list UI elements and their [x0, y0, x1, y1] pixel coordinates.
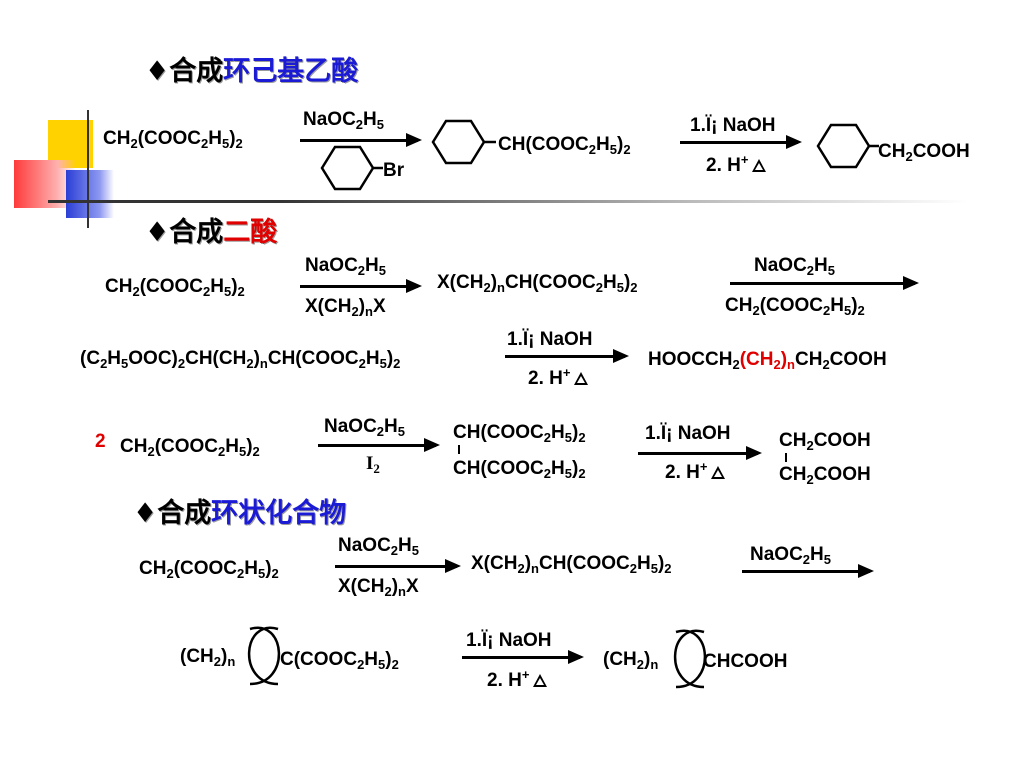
- deco-blue-square: [66, 170, 114, 218]
- s2-l1-arrow-1: [300, 279, 422, 293]
- heading-prefix: 合成: [169, 217, 224, 248]
- s2-l2-reactant: (C2H5OOC)2CH(CH2)nCH(COOC2H5)2: [80, 348, 401, 371]
- s1-reactant: CH2(COOC2H5)2: [103, 128, 243, 151]
- slide-decoration: [0, 100, 1024, 230]
- s3-l1-arrow-1: [335, 559, 461, 573]
- s2-l3-intermediate-bottom: CH(COOC2H5)2: [453, 458, 586, 481]
- s2-l1-intermediate: X(CH2)nCH(COOC2H5)2: [437, 272, 638, 295]
- s2-l1-reagent-top: NaOC2H5: [305, 255, 386, 278]
- s1-step2: 2. H+: [706, 153, 767, 175]
- s3-l2-ring-right: C(COOC2H5)2: [280, 649, 399, 672]
- s3-l2-step1: 1.Ï¡ NaOH: [466, 630, 552, 651]
- s3-l1-arrow-2: [742, 564, 874, 578]
- s1-step1: 1.Ï¡ NaOH: [690, 115, 776, 136]
- heat-triangle-icon: [752, 159, 767, 172]
- s3-l1-reagent-top: NaOC2H5: [338, 535, 419, 558]
- bullet-icon: ♦: [145, 217, 170, 248]
- heading-target: 环己基乙酸: [223, 56, 359, 87]
- deco-horizontal-line: [48, 200, 968, 203]
- s2-l3-reagent-top: NaOC2H5: [324, 416, 405, 439]
- s2-l1-reagent-bottom: X(CH2)nX: [305, 296, 386, 319]
- s3-l2-product-ring-left: (CH2)n: [603, 649, 659, 672]
- s2-l3-step1: 1.Ï¡ NaOH: [645, 423, 731, 444]
- s2-l3-intermediate-top: CH(COOC2H5)2: [453, 422, 586, 445]
- s2-l1-reagent2-bottom: CH2(COOC2H5)2: [725, 295, 865, 318]
- s2-l3-product-bottom: CH2COOH: [779, 464, 871, 487]
- s3-l2-ring-left-label: (CH2)n: [180, 646, 236, 669]
- s2-l3-product-bond: [785, 453, 787, 462]
- cyclohexane-ring-icon: [320, 145, 375, 191]
- bullet-icon: ♦: [133, 498, 158, 529]
- s2-l2-product: HOOCCH2(CH2)nCH2COOH: [648, 349, 887, 372]
- s2-l2-step1: 1.Ï¡ NaOH: [507, 329, 593, 350]
- s3-l2-product-ring-right: CHCOOH: [703, 651, 788, 672]
- bullet-icon: ♦: [145, 56, 170, 87]
- s2-l2-step2: 2. H+: [528, 366, 589, 388]
- heading-prefix: 合成: [157, 498, 212, 529]
- deco-vertical-line: [87, 110, 89, 228]
- heading-prefix: 合成: [169, 56, 224, 87]
- heat-triangle-icon: [533, 674, 548, 687]
- s1-arrow-1: [300, 133, 422, 147]
- s1-cyclohexyl-bromide: [320, 145, 383, 191]
- s3-l2-product-ring: [673, 629, 707, 689]
- s2-l3-reagent-bottom: I2: [366, 453, 380, 476]
- s2-l1-reactant: CH2(COOC2H5)2: [105, 276, 245, 299]
- heat-triangle-icon: [711, 466, 726, 479]
- s2-l3-product-top: CH2COOH: [779, 430, 871, 453]
- s1-product-ring: [816, 123, 879, 169]
- s2-l3-step2: 2. H+: [665, 460, 726, 482]
- heading-target: 二酸: [223, 217, 278, 248]
- cyclohexane-ring-icon: [431, 119, 486, 165]
- s2-l1-arrow-2: [730, 276, 919, 290]
- s3-l1-intermediate: X(CH2)nCH(COOC2H5)2: [471, 553, 672, 576]
- s1-arrow-2: [680, 135, 802, 149]
- heat-triangle-icon: [574, 372, 589, 385]
- s1-intermediate-ring: [431, 119, 496, 165]
- s1-reagent-top: NaOC2H5: [303, 109, 384, 132]
- section-heading-cyclohexylacetic: ♦合成环己基乙酸: [145, 58, 358, 85]
- s2-l3-reactant: CH2(COOC2H5)2: [120, 436, 260, 459]
- ring-arc-icon: [675, 629, 707, 689]
- s2-l3-coefficient: 2: [95, 431, 106, 452]
- s1-product: CH2COOH: [878, 141, 970, 164]
- cyclohexane-ring-icon: [816, 123, 871, 169]
- ring-arc-icon: [249, 626, 281, 686]
- s2-l1-reagent2-top: NaOC2H5: [754, 255, 835, 278]
- section-heading-diacid: ♦合成二酸: [145, 219, 277, 246]
- s3-l2-ring-left: [247, 626, 281, 686]
- s3-l2-step2: 2. H+: [487, 668, 548, 690]
- s3-l1-reagent-bottom: X(CH2)nX: [338, 576, 419, 599]
- section-heading-cyclic: ♦合成环状化合物: [133, 500, 346, 527]
- s1-intermediate: CH(COOC2H5)2: [498, 134, 631, 157]
- s2-l3-arrow-2: [638, 446, 762, 460]
- s2-l3-arrow-1: [318, 438, 440, 452]
- s3-l2-arrow: [462, 650, 584, 664]
- s3-l1-reactant: CH2(COOC2H5)2: [139, 558, 279, 581]
- s2-l3-bond: [458, 445, 460, 454]
- s3-l1-reagent2-top: NaOC2H5: [750, 544, 831, 567]
- heading-target: 环状化合物: [211, 498, 347, 529]
- s2-l2-arrow: [505, 349, 629, 363]
- s1-bromine: Br: [383, 160, 405, 181]
